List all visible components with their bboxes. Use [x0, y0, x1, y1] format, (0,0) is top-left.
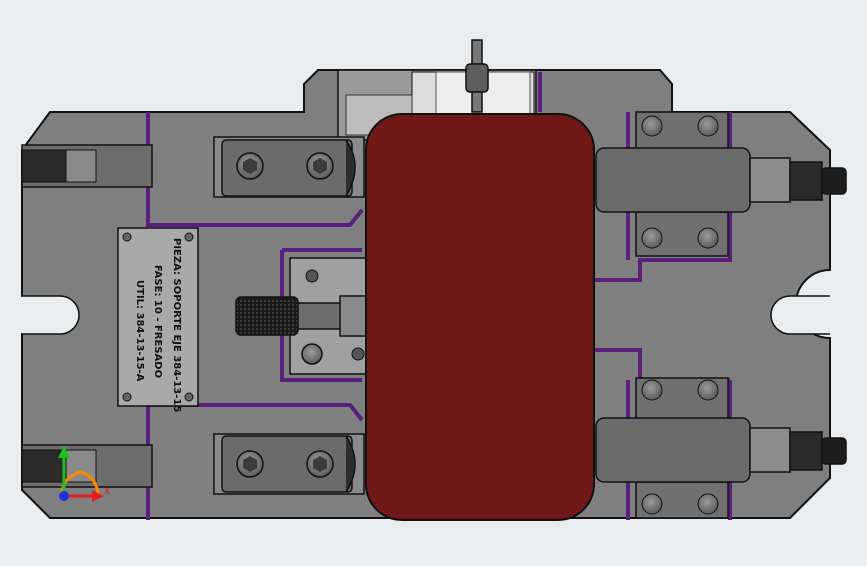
swing-clamp-icon	[213, 433, 365, 495]
right-clamp-lower	[595, 377, 847, 519]
swing-clamp-icon	[213, 136, 365, 198]
left-clamp-lower	[21, 444, 153, 488]
left-slot	[22, 295, 80, 335]
pneumatic-fitting-icon	[465, 39, 489, 113]
center-locator	[235, 257, 371, 375]
triad-y-label: Y	[60, 446, 67, 456]
left-clamp-upper	[21, 144, 153, 188]
triad-x-label: X	[104, 487, 110, 497]
axis-triad-icon: Y X	[58, 446, 110, 502]
nameplate-line-1: PIEZA: SOPORTE EJE 384-13-15	[171, 238, 182, 412]
pneumatic-fitting-icon	[789, 431, 847, 471]
nameplate-line-3: UTIL: 384-13-15-A	[134, 280, 145, 382]
workpiece[interactable]	[365, 113, 595, 521]
right-clamp-upper	[595, 111, 847, 257]
nameplate: PIEZA: SOPORTE EJE 384-13-15 FASE: 10 - …	[117, 227, 199, 412]
right-slot	[770, 295, 830, 335]
knurled-knob-icon	[235, 296, 299, 336]
pneumatic-fitting-icon	[789, 161, 847, 201]
nameplate-line-2: FASE: 10 - FRESADO	[152, 265, 163, 378]
